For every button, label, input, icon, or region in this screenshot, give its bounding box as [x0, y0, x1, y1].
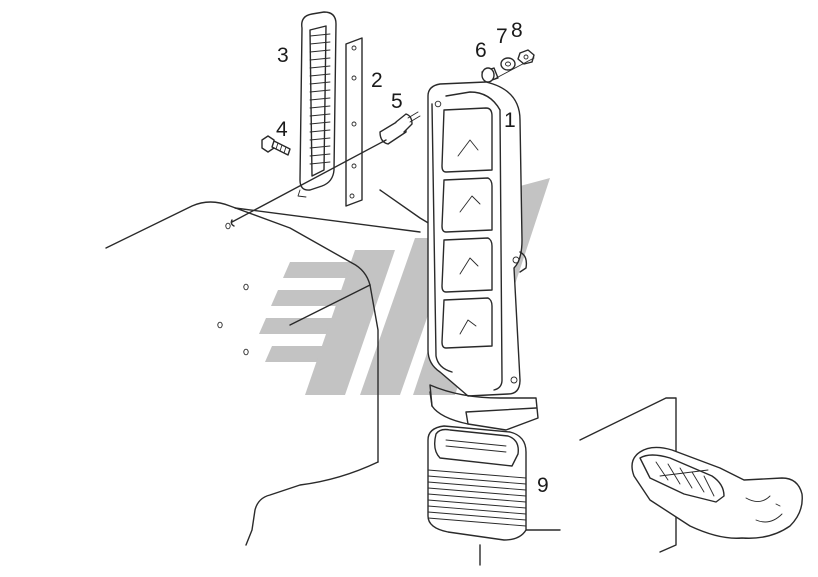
- callout-8: 8: [511, 19, 523, 42]
- callout-labels: 1 2 3 4 5 6 7 8 9: [276, 19, 549, 497]
- duct-window-2: [441, 177, 493, 233]
- callout-7: 7: [496, 25, 508, 48]
- part-7-washer: [500, 57, 516, 71]
- callout-4: 4: [276, 118, 288, 141]
- duct-window-3: [441, 237, 493, 293]
- grille-slats: [309, 33, 331, 165]
- duct-window-1: [441, 107, 493, 173]
- machine-body: [105, 189, 677, 566]
- callout-5: 5: [391, 90, 403, 113]
- duct-window-4: [441, 297, 493, 349]
- part-5-stud: [231, 111, 421, 223]
- hose-grille-ribs: [655, 461, 715, 497]
- part-6-spacer: [481, 67, 499, 83]
- part-4-bolt: [261, 135, 291, 156]
- callout-1: 1: [504, 109, 516, 132]
- bellows-ribs: [427, 469, 527, 527]
- callout-6: 6: [475, 39, 487, 62]
- hose-intake: [631, 446, 803, 539]
- part-3-grille: [297, 11, 337, 198]
- callout-9: 9: [537, 474, 549, 497]
- part-9-bellows: [427, 425, 527, 541]
- part-1-intake-duct: [427, 81, 539, 431]
- callout-3: 3: [277, 44, 289, 67]
- callout-2: 2: [371, 69, 383, 92]
- part-2-gasket: [345, 37, 363, 207]
